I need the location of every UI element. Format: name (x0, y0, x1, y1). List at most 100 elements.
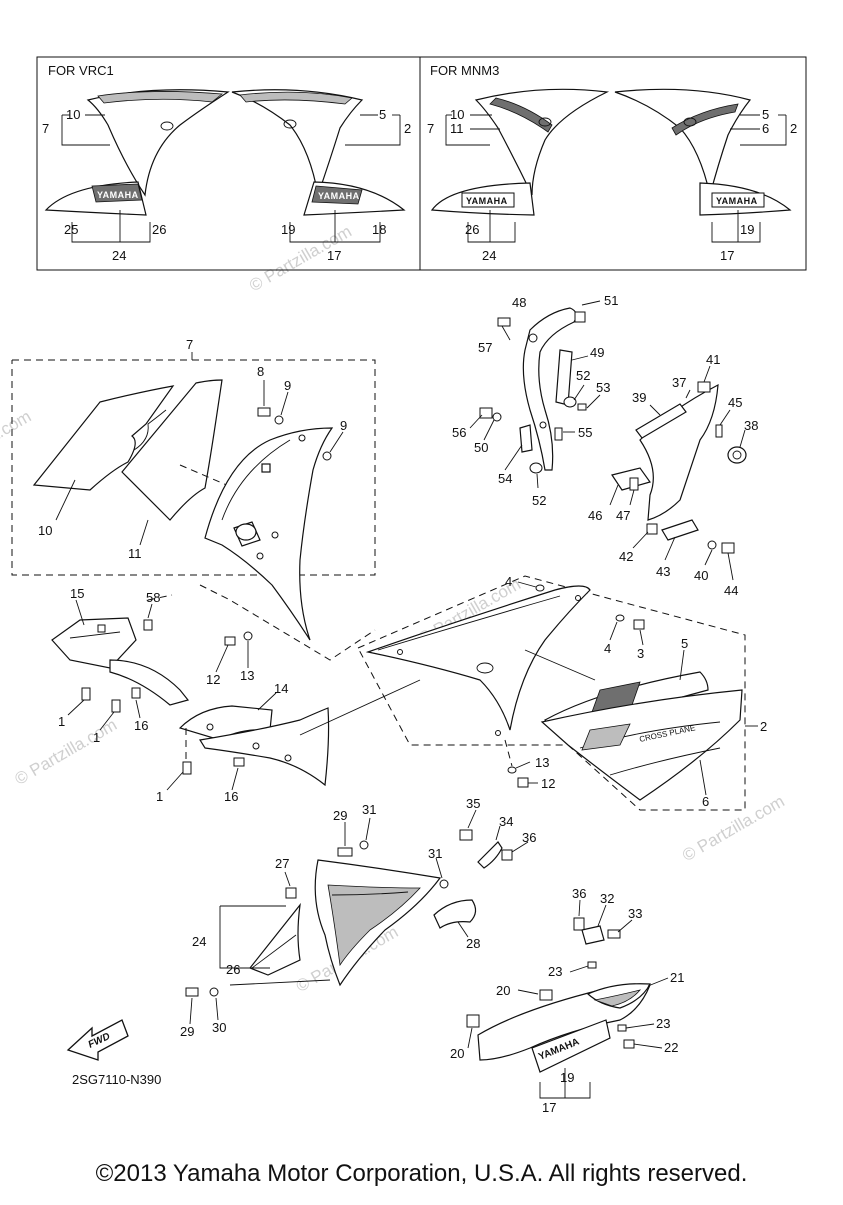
callout-39: 39 (632, 390, 646, 405)
group-2-frame (357, 575, 746, 811)
inner-stay-assembly: 48 51 57 49 52 53 56 50 55 54 52 (452, 293, 618, 508)
dash-leader (147, 594, 173, 601)
callout-34: 34 (499, 814, 513, 829)
brand-text: YAMAHA (466, 196, 508, 206)
link-line (299, 679, 421, 736)
callout-40: 40 (694, 568, 708, 583)
right-cowling-group-2: 2 CROSS PLANE 4 (357, 574, 767, 811)
air-duct-assembly: 41 37 39 45 38 46 47 42 43 40 44 (588, 352, 758, 598)
nut-36b (573, 917, 585, 931)
nut-20 (539, 989, 553, 1001)
nut-41 (697, 381, 711, 393)
inset-leaders (189, 809, 529, 1025)
washer-50 (492, 412, 502, 422)
callout-21: 21 (670, 970, 684, 985)
grommet-4b (615, 614, 625, 622)
callout-51: 51 (604, 293, 618, 308)
callout-57: 57 (478, 340, 492, 355)
callout-10: 10 (38, 523, 52, 538)
inset-leaders (515, 581, 707, 796)
callout-43: 43 (656, 564, 670, 579)
damper-52b (529, 462, 543, 474)
brand-text: YAMAHA (97, 190, 139, 200)
callout-17: 17 (542, 1100, 556, 1115)
washer-40 (707, 540, 717, 550)
callout-38: 38 (744, 418, 758, 433)
callout-3: 3 (637, 646, 644, 661)
bracket-32 (581, 925, 605, 945)
decal-26 (249, 902, 301, 976)
decal-11 (121, 379, 223, 521)
nut-51 (574, 311, 586, 323)
decal-10 (32, 385, 175, 491)
inset-leaders (67, 599, 277, 791)
callout-36: 36 (522, 830, 536, 845)
callout-17: 17 (327, 248, 341, 263)
bracket-54 (519, 424, 533, 453)
callout-16: 16 (224, 789, 238, 804)
mnm3-right-cowling: YAMAHA (614, 88, 792, 216)
screw-16b (233, 757, 245, 767)
callout-5: 5 (681, 636, 688, 651)
washer-31 (359, 840, 369, 850)
grommet-23b (617, 1024, 627, 1032)
callout-2: 2 (790, 121, 797, 136)
callout-48: 48 (512, 295, 526, 310)
screw-29b (185, 987, 199, 997)
bolt-35 (459, 829, 473, 841)
callout-56: 56 (452, 425, 466, 440)
decal-19 (531, 1019, 611, 1073)
callout-14: 14 (274, 681, 288, 696)
callout-2: 2 (404, 121, 411, 136)
washer-13b (507, 766, 517, 774)
screw-45 (715, 424, 723, 438)
screw-1 (81, 687, 91, 701)
left-under-cowl: 29 31 35 34 36 27 31 24 26 28 29 30 (180, 796, 536, 1039)
bolt-57 (497, 317, 511, 327)
stay-bracket-48 (522, 307, 577, 471)
callout-52: 52 (576, 368, 590, 383)
callout-6: 6 (762, 121, 769, 136)
watermark-text: © Partzilla.com (0, 407, 34, 481)
vrc1-right-cowling: YAMAHA (231, 89, 406, 216)
callout-41: 41 (706, 352, 720, 367)
bracket-15 (51, 617, 137, 669)
grommet-38 (727, 446, 747, 464)
callout-29: 29 (180, 1024, 194, 1039)
callout-8: 8 (257, 364, 264, 379)
callout-7: 7 (42, 121, 49, 136)
link-strip (109, 659, 190, 706)
inner-panel-14 (199, 707, 330, 787)
callout-7: 7 (427, 121, 434, 136)
inset-leaders (61, 114, 787, 243)
callout-23: 23 (656, 1016, 670, 1031)
bolt-56 (479, 407, 493, 419)
washer-9 (274, 415, 284, 425)
callout-11: 11 (128, 546, 142, 561)
callout-29: 29 (333, 808, 347, 823)
washer-9b (322, 451, 332, 461)
callout-7: 7 (186, 337, 193, 352)
callout-52: 52 (532, 493, 546, 508)
screw-22 (623, 1039, 635, 1049)
callout-19: 19 (281, 222, 295, 237)
callout-31: 31 (428, 846, 442, 861)
mnm3-left-cowling: YAMAHA (430, 88, 610, 216)
left-cowling-7 (204, 427, 334, 641)
callout-31: 31 (362, 802, 376, 817)
screw-58 (143, 619, 153, 631)
callout-1: 1 (93, 730, 100, 745)
inset-leaders (469, 300, 601, 489)
callout-28: 28 (466, 936, 480, 951)
callout-17: 17 (720, 248, 734, 263)
callout-10: 10 (450, 107, 464, 122)
callout-19: 19 (560, 1070, 574, 1085)
washer-13 (243, 631, 253, 641)
callout-35: 35 (466, 796, 480, 811)
screw-16 (131, 687, 141, 699)
callout-24: 24 (482, 248, 496, 263)
fwd-arrow-icon: FWD (66, 1019, 129, 1061)
screw-1b (111, 699, 121, 713)
copyright-notice: ©2013 Yamaha Motor Corporation, U.S.A. A… (95, 1160, 748, 1187)
inset-leaders (467, 899, 669, 1099)
